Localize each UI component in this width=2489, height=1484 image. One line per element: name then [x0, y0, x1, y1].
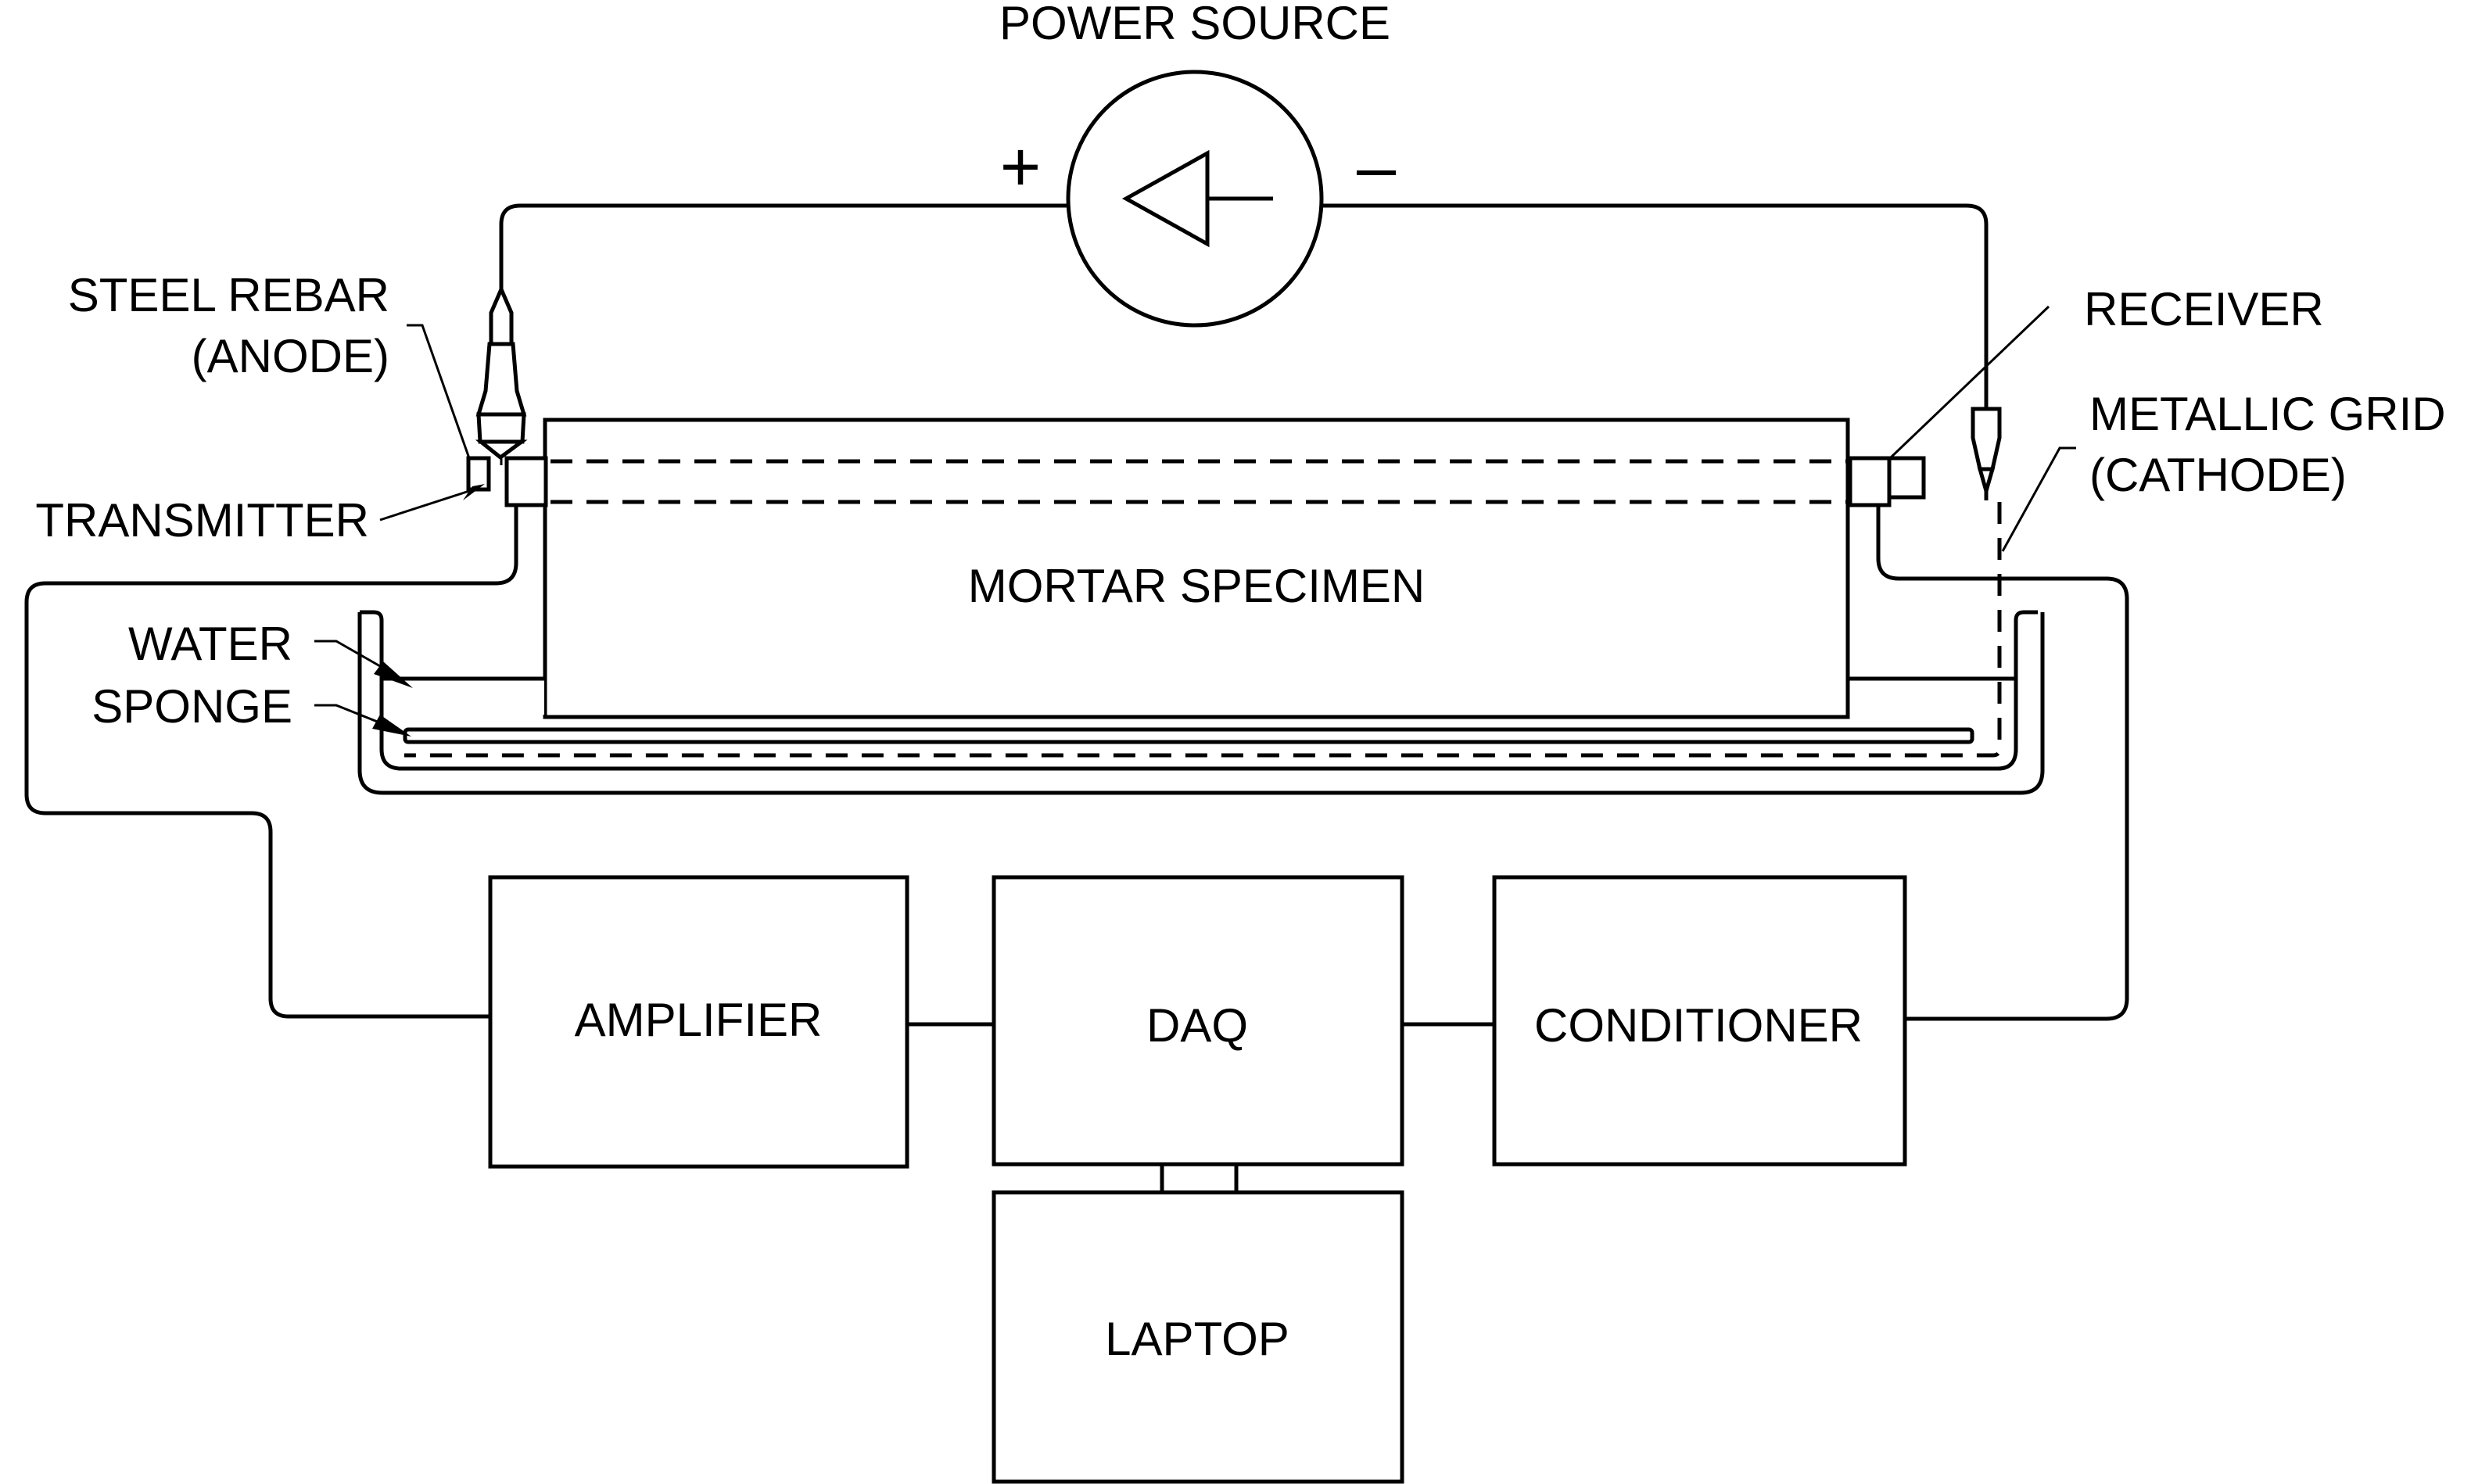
plus-sign: + [1000, 128, 1042, 206]
mortar-specimen [543, 418, 1850, 719]
metallic-grid [404, 502, 2002, 758]
water-container [357, 610, 2045, 795]
transmitter-label: TRANSMITTER [35, 494, 369, 547]
metallic-grid-label: METALLIC GRID [2089, 388, 2446, 440]
minus-sign: – [1357, 128, 1397, 206]
conditioner-label: CONDITIONER [1534, 999, 1863, 1052]
daq-label: DAQ [1146, 999, 1248, 1052]
sponge-label: SPONGE [91, 680, 292, 733]
amplifier-label: AMPLIFIER [575, 994, 823, 1046]
steel-rebar-label: STEEL REBAR [68, 269, 389, 321]
receiver-label: RECEIVER [2084, 283, 2324, 335]
transmitter-sensor-icon [466, 456, 548, 507]
sponge [403, 727, 1974, 744]
laptop-box [992, 1190, 1404, 1484]
mortar-specimen-label: MORTAR SPECIMEN [968, 560, 1426, 612]
power-source [1066, 70, 1324, 328]
cathode-label: (CATHODE) [2089, 449, 2347, 501]
cathode-clip-icon [1971, 407, 2002, 500]
amplifier-box [488, 875, 909, 1169]
anode-label: (ANODE) [192, 330, 389, 382]
receiver-cable [1876, 505, 2129, 1021]
steel-rebar [515, 459, 1855, 504]
diode-symbol-icon [1121, 149, 1273, 248]
receiver-sensor-icon [1848, 456, 1926, 507]
water-gap [391, 679, 544, 715]
leader-lines [314, 305, 2076, 737]
power-source-circle [1066, 70, 1324, 328]
daq-box [992, 875, 1404, 1167]
circuit-wire [499, 203, 1989, 409]
power-source-label: POWER SOURCE [999, 0, 1390, 49]
anode-clip-icon [475, 284, 528, 465]
daq-laptop-link [1160, 1164, 1239, 1192]
laptop-label: LAPTOP [1105, 1313, 1289, 1365]
water-label: WATER [128, 618, 292, 670]
conditioner-box [1492, 875, 1907, 1167]
transmitter-cable [24, 505, 518, 1019]
